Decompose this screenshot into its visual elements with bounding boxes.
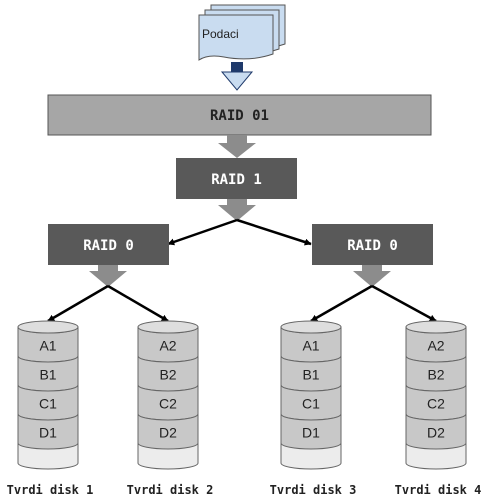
raid01-box bbox=[47, 94, 432, 136]
disk-label: Tvrdi disk 4 bbox=[395, 483, 482, 497]
disk-arrow-1 bbox=[47, 284, 109, 323]
raid0-right-down-arrow bbox=[353, 265, 391, 287]
split-arrow-left bbox=[167, 218, 238, 246]
disk-block-label: D1 bbox=[39, 425, 57, 441]
disk-block-label: B1 bbox=[39, 367, 56, 383]
raid0-box-right bbox=[312, 224, 433, 265]
raid1-box bbox=[176, 158, 297, 199]
disk-block-label: B1 bbox=[302, 367, 319, 383]
raid0-box-left bbox=[48, 224, 169, 265]
disk-block-label: C2 bbox=[427, 396, 445, 412]
disk-block-band bbox=[405, 413, 467, 450]
disk-top-cap bbox=[280, 320, 342, 334]
disk-label: Tvrdi disk 2 bbox=[127, 483, 214, 497]
raid0-left-down-arrow bbox=[89, 265, 127, 287]
raid1-down-arrow bbox=[218, 199, 256, 221]
disk-block-label: A2 bbox=[427, 338, 444, 354]
disk-arrow-2 bbox=[107, 284, 169, 323]
disk-block-label: B2 bbox=[159, 367, 176, 383]
data-down-arrow bbox=[220, 62, 254, 91]
disk-block-label: B2 bbox=[427, 367, 444, 383]
disk-block-label: D1 bbox=[302, 425, 320, 441]
disk-block-label: D2 bbox=[427, 425, 445, 441]
split-arrow-right bbox=[236, 218, 312, 246]
disk-top-cap bbox=[137, 320, 199, 334]
disk-label: Tvrdi disk 3 bbox=[270, 483, 357, 497]
data-label: Podaci bbox=[202, 27, 239, 41]
raid0-label-left: RAID 0 bbox=[83, 238, 134, 254]
disk-block-label: A2 bbox=[159, 338, 176, 354]
disk-top-cap bbox=[17, 320, 79, 334]
data-document-icon: Podaci bbox=[198, 4, 286, 61]
disk-block-band bbox=[17, 413, 79, 450]
raid01-label: RAID 01 bbox=[210, 108, 269, 124]
disk-block-label: A1 bbox=[39, 338, 56, 354]
disk-block-band bbox=[280, 413, 342, 450]
disk-block-label: C2 bbox=[159, 396, 177, 412]
disk-block-label: C1 bbox=[302, 396, 320, 412]
disk-arrow-3 bbox=[310, 284, 373, 323]
raid1-label: RAID 1 bbox=[211, 172, 262, 188]
disk-label: Tvrdi disk 1 bbox=[7, 483, 94, 497]
disk-arrow-4 bbox=[371, 284, 437, 323]
disk-block-label: A1 bbox=[302, 338, 319, 354]
disk-block-label: D2 bbox=[159, 425, 177, 441]
disk-block-band bbox=[137, 413, 199, 450]
raid01-down-arrow bbox=[218, 135, 256, 158]
disk-block-label: C1 bbox=[39, 396, 57, 412]
raid0-label-right: RAID 0 bbox=[347, 238, 398, 254]
disk-top-cap bbox=[405, 320, 467, 334]
